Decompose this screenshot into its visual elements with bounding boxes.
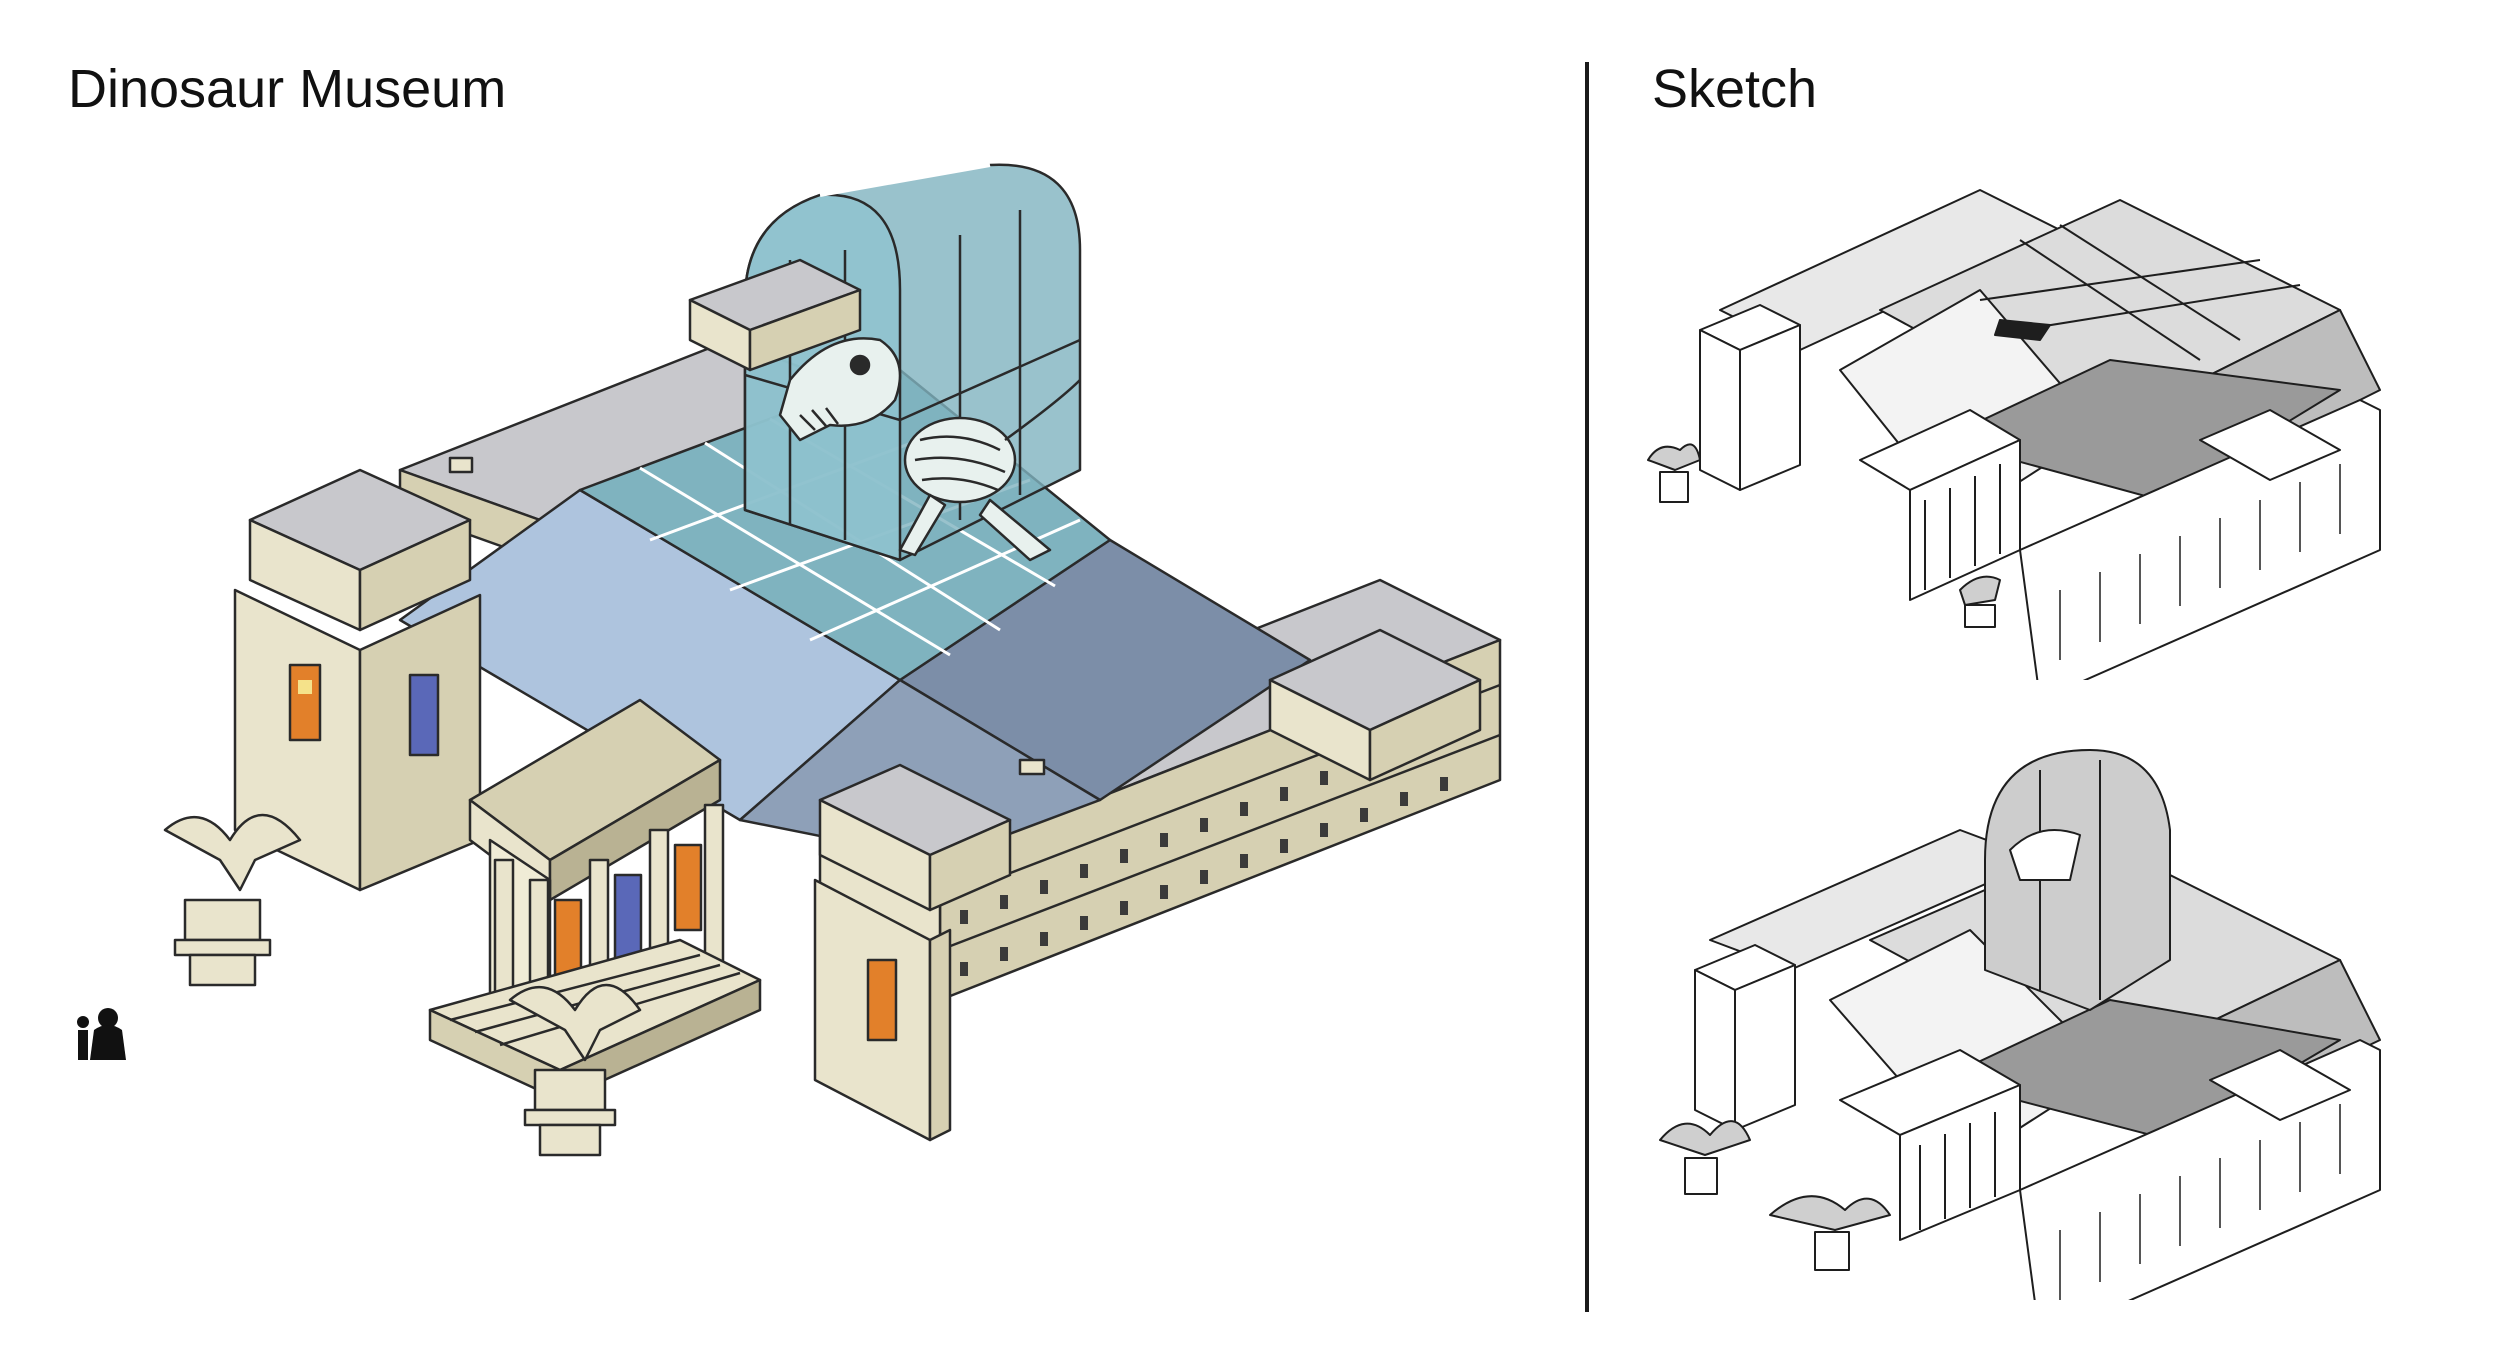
scale-figures-icon <box>77 1008 126 1060</box>
pterodactyl-statue-icon <box>1659 1120 1751 1195</box>
pterodactyl-statue-icon <box>508 983 642 1157</box>
roof-vent <box>448 456 474 474</box>
pterodactyl-statue-icon <box>1769 1195 1891 1271</box>
sketch-museum-bottom <box>1659 749 2381 1300</box>
dinosaur-skeleton-icon <box>2009 829 2081 881</box>
panel-divider <box>1585 62 1589 1312</box>
roof-vent <box>1018 758 1046 776</box>
pterodactyl-statue-icon <box>1647 443 1701 503</box>
portico <box>408 673 725 1042</box>
back-left-tower <box>688 258 862 372</box>
glass-dome <box>1984 749 2171 1011</box>
museum-illustration <box>77 163 1502 1157</box>
dinosaur-skeleton-icon <box>1959 575 2001 628</box>
dinosaur-skeleton-icon <box>778 337 1081 562</box>
sketch-museum-top <box>1647 189 2381 680</box>
right-tower <box>813 763 1012 1142</box>
pterodactyl-statue-icon <box>163 813 302 987</box>
far-right-tower <box>1268 628 1482 782</box>
main-title: Dinosaur Museum <box>68 59 507 119</box>
sketch-title: Sketch <box>1652 59 1818 119</box>
